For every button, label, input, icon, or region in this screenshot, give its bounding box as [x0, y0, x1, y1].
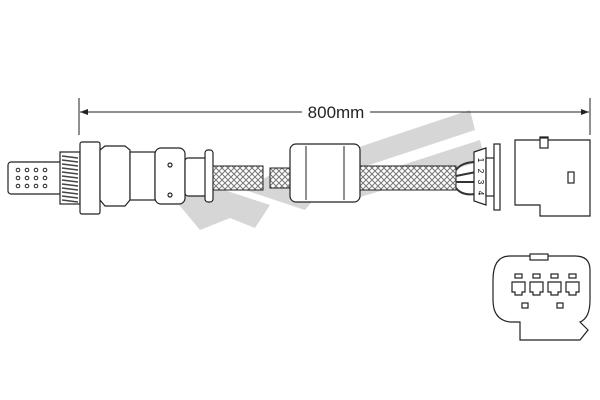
vent-hole [33, 183, 39, 189]
pin-slot [514, 273, 523, 279]
braided-cable [359, 165, 457, 191]
vent-hole [24, 167, 30, 173]
vent-hole [42, 175, 48, 181]
sensor-tip [7, 141, 131, 215]
vent-hole [15, 183, 21, 189]
connector-face-view [492, 253, 591, 341]
vent-hole [42, 183, 48, 189]
connector-plug: 1 2 3 4 [473, 143, 501, 211]
dimension-label: 800mm [308, 103, 365, 122]
connector-body [514, 136, 591, 217]
vent-hole [24, 175, 30, 181]
pin-slot [568, 273, 577, 279]
braided-cable [212, 165, 264, 191]
thread-line [61, 199, 79, 203]
pin-terminal [529, 281, 544, 296]
pin-terminal [511, 281, 526, 296]
thread-line [61, 171, 79, 175]
cable-sleeve [289, 143, 361, 203]
vent-hole [42, 167, 48, 173]
braided-cable [269, 167, 293, 189]
vent-hole [15, 175, 21, 181]
thread-line [61, 167, 79, 171]
thread-line [61, 179, 79, 183]
pin-number: 3 [476, 180, 485, 185]
thread-line [61, 195, 79, 199]
pin-number: 1 [476, 158, 485, 163]
vent-hole [33, 167, 39, 173]
pin-terminal [547, 281, 562, 296]
pin-number: 2 [476, 169, 485, 174]
wires [455, 161, 477, 196]
pin-slot [532, 273, 541, 279]
thread-line [61, 191, 79, 195]
thread-line [61, 183, 79, 187]
thread-line [61, 175, 79, 179]
vent-hole [15, 167, 21, 173]
thread-line [61, 155, 79, 159]
thread-line [61, 187, 79, 191]
vent-hole [24, 183, 30, 189]
thread-line [61, 159, 79, 163]
pin-terminal [565, 281, 580, 296]
sensor-body [129, 147, 214, 205]
vent-hole [33, 175, 39, 181]
thread-line [61, 163, 79, 167]
pin-number: 4 [476, 191, 485, 196]
pin-slot [550, 273, 559, 279]
dimension-line [78, 98, 591, 135]
